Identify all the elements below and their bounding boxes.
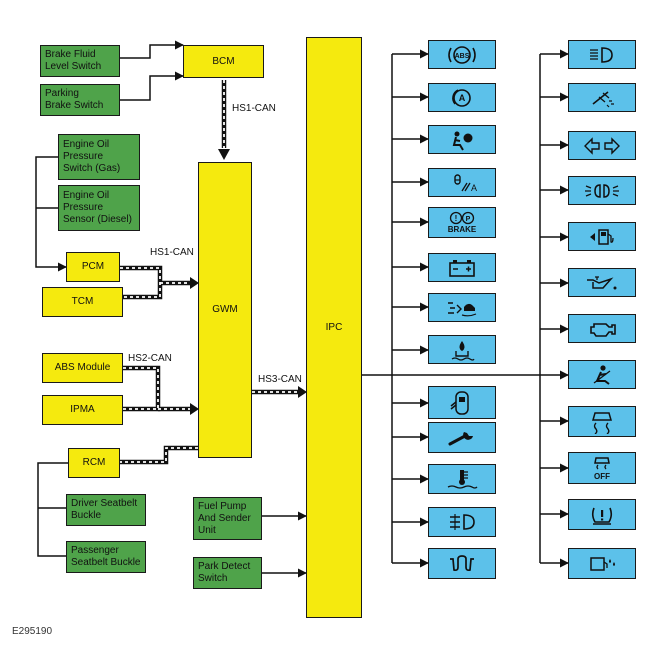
parking-brake-switch: Parking Brake Switch	[40, 84, 120, 116]
engine-check-icon	[568, 314, 636, 343]
ipma-label: IPMA	[70, 404, 95, 415]
low-fuel-icon	[568, 222, 636, 251]
door-ajar-icon	[428, 386, 496, 419]
ipc-label: IPC	[325, 321, 343, 333]
driver-seatbelt-buckle: Driver Seatbelt Buckle	[66, 494, 146, 526]
oil-pressure-gas-label: Engine Oil Pressure Switch (Gas)	[63, 139, 121, 174]
fuel-pump-label: Fuel Pump And Sender Unit	[198, 500, 251, 536]
park-detect-switch: Park Detect Switch	[193, 557, 262, 589]
seat-belt-minder-icon: A	[428, 168, 496, 197]
wiper-washer-icon	[568, 83, 636, 112]
oil-pressure-diesel-label: Engine Oil Pressure Sensor (Diesel)	[63, 190, 132, 225]
abs-module: ABS Module	[42, 353, 123, 383]
side-lamps-icon	[568, 176, 636, 205]
abs-module-label: ABS Module	[54, 362, 111, 373]
service-wrench-icon	[428, 422, 496, 453]
tire-pressure-icon	[568, 499, 636, 530]
oil-pressure-sensor-diesel: Engine Oil Pressure Sensor (Diesel)	[58, 185, 140, 231]
bcm-label: BCM	[212, 55, 235, 67]
stability-control-icon	[568, 406, 636, 437]
parking-brake-label: Parking Brake Switch	[45, 88, 104, 111]
ipma-module: IPMA	[42, 395, 123, 425]
svg-text:!: !	[455, 214, 458, 223]
brake-warning-icon: ! P BRAKE	[428, 207, 496, 238]
rcm-label: RCM	[82, 457, 106, 468]
fuel-pump-sender-unit: Fuel Pump And Sender Unit	[193, 497, 262, 540]
oil-pressure-icon	[568, 268, 636, 297]
bus-label-gwm-ipc: HS3-CAN	[258, 374, 302, 385]
passenger-belt-label: Passenger Seatbelt Buckle	[71, 545, 141, 568]
bus-label-bcm-gwm: HS1-CAN	[232, 103, 276, 114]
rcm-module: RCM	[68, 448, 120, 478]
passenger-seatbelt-buckle: Passenger Seatbelt Buckle	[66, 541, 146, 573]
seatbelt-icon	[568, 360, 636, 389]
bus-label-abs-gwm: HS2-CAN	[128, 353, 172, 364]
brake-text: BRAKE	[447, 225, 477, 234]
svg-text:A: A	[471, 183, 477, 193]
driver-belt-label: Driver Seatbelt Buckle	[71, 498, 138, 521]
park-detect-label: Park Detect Switch	[198, 561, 251, 584]
pcm-module: PCM	[66, 252, 120, 282]
gwm-label: GWM	[212, 304, 238, 315]
pcm-label: PCM	[81, 261, 105, 272]
auto-hold-icon: A	[428, 83, 496, 112]
airbag-icon	[428, 125, 496, 154]
turn-signals-icon	[568, 131, 636, 160]
stability-off-icon: OFF	[568, 452, 636, 484]
oil-pressure-switch-gas: Engine Oil Pressure Switch (Gas)	[58, 134, 140, 180]
figure-code: E295190	[12, 626, 53, 637]
rear-fog-icon	[428, 507, 496, 537]
gwm-module: GWM	[198, 162, 252, 458]
high-beam-icon	[568, 40, 636, 69]
bcm-module: BCM	[183, 45, 264, 78]
brake-fluid-level-switch: Brake Fluid Level Switch	[40, 45, 120, 77]
svg-text:P: P	[466, 216, 471, 223]
glow-plug-icon	[428, 548, 496, 579]
brake-fluid-label: Brake Fluid Level Switch	[45, 49, 102, 72]
battery-icon	[428, 253, 496, 282]
ipc-module: IPC	[306, 37, 362, 618]
water-in-fuel-icon	[428, 335, 496, 364]
tcm-module: TCM	[42, 287, 123, 317]
lane-keeping-icon	[428, 293, 496, 322]
tcm-label: TCM	[71, 296, 94, 307]
abs-icon: ABS	[428, 40, 496, 69]
bus-label-pcm-gwm: HS1-CAN	[150, 247, 194, 258]
stability-off-text: OFF	[594, 471, 610, 481]
coolant-temp-icon	[428, 464, 496, 494]
svg-text:A: A	[459, 93, 466, 103]
svg-text:ABS: ABS	[455, 53, 470, 60]
diesel-exhaust-fluid-icon	[568, 548, 636, 579]
